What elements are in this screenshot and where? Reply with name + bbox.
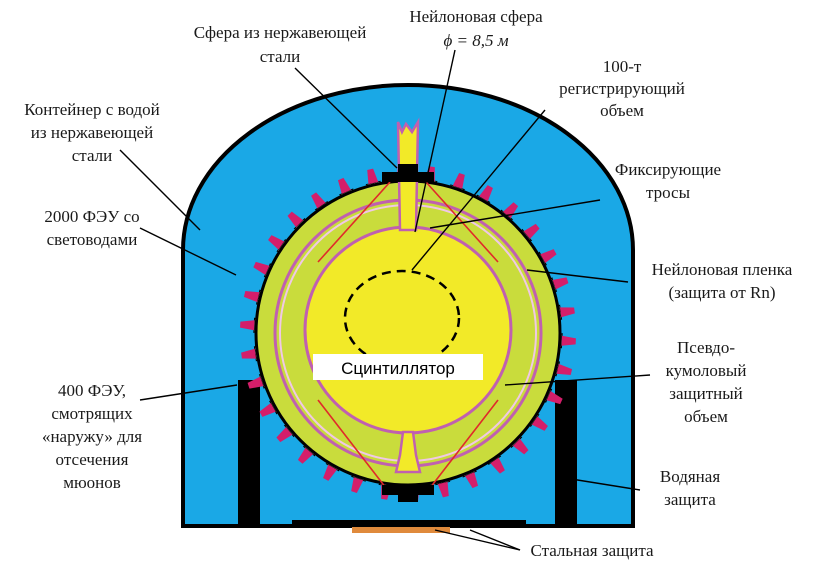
svg-text:400 ФЭУ,: 400 ФЭУ, — [58, 381, 126, 400]
svg-text:(защита от Rn): (защита от Rn) — [669, 283, 776, 302]
scintillator-vessel — [305, 227, 511, 433]
svg-text:мюонов: мюонов — [63, 473, 121, 492]
svg-text:Водяная: Водяная — [660, 467, 720, 486]
svg-text:Нейлоновая пленка: Нейлоновая пленка — [652, 260, 793, 279]
label-pmt-2000: 2000 ФЭУ со световодами — [44, 207, 139, 249]
svg-text:Псевдо-: Псевдо- — [677, 338, 735, 357]
svg-text:Фиксирующие: Фиксирующие — [615, 160, 721, 179]
label-water-tank: Контейнер с водой из нержавеющей стали — [24, 100, 160, 165]
label-nylon-film: Нейлоновая пленка (защита от Rn) — [652, 260, 793, 302]
svg-text:Стальная защита: Стальная защита — [530, 541, 653, 560]
svg-text:стали: стали — [260, 47, 300, 66]
svg-text:объем: объем — [600, 101, 644, 120]
svg-text:защитный: защитный — [669, 384, 743, 403]
svg-text:100-т: 100-т — [603, 57, 642, 76]
svg-text:защита: защита — [664, 490, 716, 509]
svg-text:Контейнер с водой: Контейнер с водой — [24, 100, 160, 119]
svg-text:отсечения: отсечения — [56, 450, 129, 469]
label-volume-100t: 100-т регистрирующий объем — [559, 57, 685, 120]
label-pmt-400: 400 ФЭУ, смотрящих «наружу» для отсечени… — [42, 381, 142, 492]
label-water-shield: Водяная защита — [660, 467, 720, 509]
svg-text:объем: объем — [684, 407, 728, 426]
svg-text:Сфера из нержавеющей: Сфера из нержавеющей — [194, 23, 367, 42]
label-fix-ropes: Фиксирующие тросы — [615, 160, 721, 202]
svg-text:ϕ = 8,5 м: ϕ = 8,5 м — [443, 31, 508, 50]
scintillator-label: Сцинтиллятор — [341, 359, 455, 378]
svg-text:из нержавеющей: из нержавеющей — [31, 123, 153, 142]
support-left — [238, 380, 260, 526]
label-steel-sphere: Сфера из нержавеющей стали — [194, 23, 367, 66]
svg-text:тросы: тросы — [646, 183, 691, 202]
svg-text:световодами: световодами — [47, 230, 138, 249]
svg-text:стали: стали — [72, 146, 112, 165]
svg-text:смотрящих: смотрящих — [51, 404, 133, 423]
base-plate — [292, 520, 526, 528]
label-steel-shield: Стальная защита — [530, 541, 653, 560]
svg-text:регистрирующий: регистрирующий — [559, 79, 685, 98]
svg-text:2000 ФЭУ со: 2000 ФЭУ со — [44, 207, 139, 226]
label-pseudocumene: Псевдо- кумоловый защитный объем — [666, 338, 747, 426]
svg-text:«наружу» для: «наружу» для — [42, 427, 142, 446]
svg-text:Нейлоновая сфера: Нейлоновая сфера — [409, 7, 543, 26]
svg-text:кумоловый: кумоловый — [666, 361, 747, 380]
label-nylon-sphere: Нейлоновая сфера ϕ = 8,5 м — [409, 7, 543, 50]
